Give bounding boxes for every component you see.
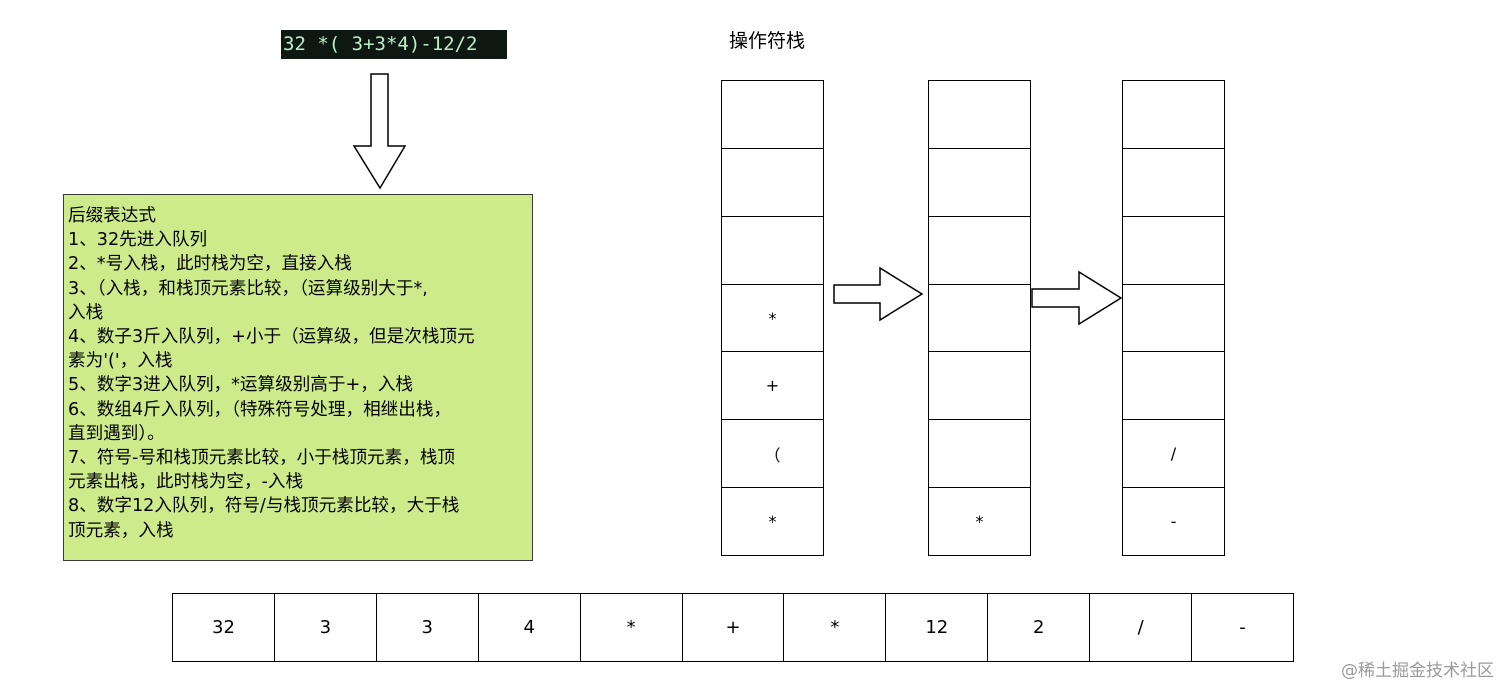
note-line: 8、数字12入队列，符号/与栈顶元素比较，大于栈 — [68, 496, 460, 517]
stack-cell: * — [768, 512, 777, 532]
queue-cell: 2 — [988, 594, 1091, 661]
watermark: @稀土掘金技术社区 — [1341, 661, 1494, 681]
note-line: 1、32先进入队列 — [68, 230, 208, 251]
queue-cell: 3 — [377, 594, 479, 661]
expression-label: 32 *( 3+3*4)-12/2 — [281, 30, 507, 59]
stack-cell — [929, 217, 1030, 285]
note-line: 后缀表达式 — [68, 206, 156, 226]
stack-cell — [722, 81, 823, 149]
stack-cell — [1123, 149, 1224, 217]
queue-cell: - — [1239, 617, 1246, 638]
operator-stack-3: / - — [1122, 80, 1225, 556]
stack-cell — [1123, 81, 1224, 149]
queue-cell: * — [784, 594, 887, 661]
right-arrow-1 — [833, 266, 924, 322]
stack-cell: （ — [722, 420, 823, 489]
note-line: 直到遇到）。 — [68, 423, 165, 444]
queue-cell: 32 — [173, 594, 275, 661]
stack-cell: * — [975, 512, 984, 532]
stack-cell — [929, 149, 1030, 217]
queue-cell: + — [683, 594, 785, 661]
right-arrow-2 — [1031, 270, 1123, 326]
queue-cell: 3 — [275, 594, 377, 661]
note-line: 顶元素，入栈 — [68, 520, 174, 541]
note-line: 4、数子3斤入队列，+小于（运算级，但是次栈顶元 — [68, 327, 475, 348]
queue-cell: 12 — [886, 594, 989, 661]
queue-cell: 4 — [479, 594, 581, 661]
stack-cell — [929, 285, 1030, 353]
note-line: 素为'('，入栈 — [68, 351, 173, 372]
note-line: 3、（入栈，和栈顶元素比较，（运算级别大于*, — [68, 278, 428, 299]
queue-cell: / — [1090, 594, 1193, 661]
note-line: 7、符号-号和栈顶元素比较，小于栈顶元素，栈顶 — [68, 448, 456, 469]
stack-cell — [1123, 285, 1224, 353]
queue-cell: * — [581, 594, 683, 661]
operator-stack-title: 操作符栈 — [729, 30, 806, 52]
postfix-explanation-box: 后缀表达式 1、32先进入队列 2、*号入栈，此时栈为空，直接入栈 3、（入栈，… — [63, 194, 533, 561]
stack-cell: + — [722, 352, 823, 421]
down-arrow — [352, 73, 407, 190]
stack-cell: - — [1170, 512, 1177, 532]
operator-stack-2: * — [928, 80, 1031, 556]
operator-stack-1: * + （ * — [721, 80, 824, 556]
output-queue: 32 3 3 4 * + * 12 2 / - — [172, 593, 1294, 662]
stack-cell — [722, 217, 823, 285]
stack-cell — [929, 352, 1030, 421]
note-line: 5、数字3进入队列，*运算级别高于+，入栈 — [68, 375, 414, 396]
stack-cell — [929, 420, 1030, 489]
note-line: 6、数组4斤入队列，（特殊符号处理，相继出栈， — [68, 399, 452, 420]
note-line: 元素出栈，此时栈为空，-入栈 — [68, 472, 304, 493]
stack-cell — [1123, 352, 1224, 421]
note-line: 入栈 — [68, 302, 104, 323]
stack-cell — [929, 81, 1030, 149]
stack-cell — [1123, 217, 1224, 285]
stack-cell: / — [1123, 420, 1224, 489]
stack-cell — [722, 149, 823, 217]
note-line: 2、*号入栈，此时栈为空，直接入栈 — [68, 254, 352, 275]
stack-cell: * — [722, 285, 823, 353]
